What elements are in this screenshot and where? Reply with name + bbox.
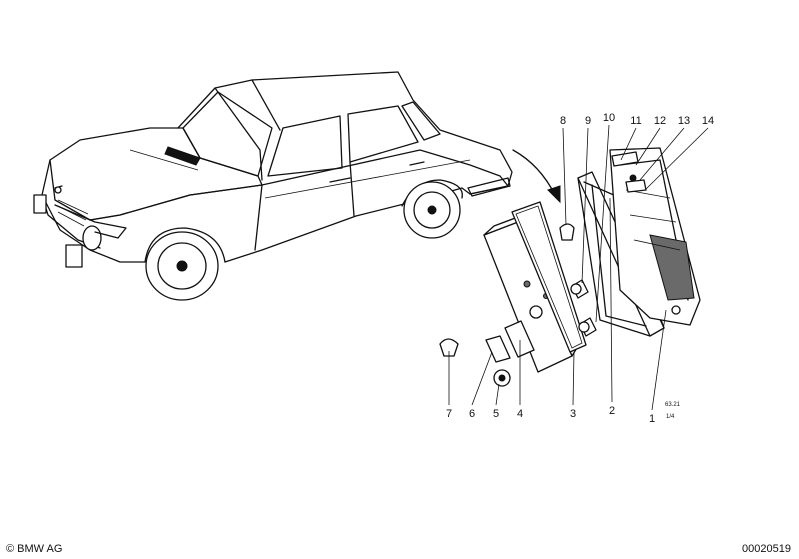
callout-4: 4 (517, 340, 523, 420)
callout-14: 14 (644, 115, 714, 191)
leader-line (639, 127, 685, 181)
callout-number: 12 (654, 115, 666, 127)
pointer-arrow (512, 149, 561, 204)
callout-5: 5 (493, 383, 500, 420)
callout-number: 5 (493, 408, 499, 420)
leader-line (651, 309, 667, 411)
callout-number: 10 (603, 112, 615, 124)
copyright: © BMW AG (6, 543, 63, 555)
reference-sheet: 1/4 (666, 414, 675, 420)
callout-12: 12 (635, 115, 666, 166)
callout-13: 13 (639, 115, 690, 181)
callout-number: 1 (649, 413, 655, 425)
callout-8: 8 (560, 115, 567, 226)
callout-number: 6 (469, 408, 475, 420)
callout-number: 4 (517, 408, 523, 420)
exploded-parts (439, 147, 701, 387)
callout-2: 2 (609, 197, 615, 417)
callout-number: 14 (702, 115, 714, 127)
leader-line (581, 127, 589, 284)
callout-11: 11 (620, 115, 642, 161)
leader-line (562, 127, 567, 226)
callout-10: 10 (595, 112, 615, 323)
callout-7: 7 (446, 351, 452, 420)
callout-number: 2 (609, 405, 615, 417)
callout-number: 7 (446, 408, 452, 420)
callout-number: 13 (678, 115, 690, 127)
callout-3: 3 (570, 351, 576, 420)
leader-line (595, 124, 610, 323)
leader-line (635, 127, 661, 166)
callout-number: 8 (560, 115, 566, 127)
document-number: 00020519 (742, 543, 791, 555)
callout-1: 1 (649, 309, 667, 425)
leader-line (471, 351, 493, 406)
callout-number: 11 (630, 115, 641, 127)
leader-line (609, 197, 613, 403)
leader-line (572, 351, 575, 406)
callout-number: 3 (570, 408, 576, 420)
reference-group: 63.21 (665, 402, 681, 408)
car-illustration (33, 71, 513, 301)
leader-line (620, 127, 637, 161)
callout-6: 6 (469, 351, 493, 420)
callout-9: 9 (581, 115, 591, 284)
leader-line (495, 383, 500, 406)
leader-line (644, 127, 709, 191)
callout-number: 9 (585, 115, 591, 127)
